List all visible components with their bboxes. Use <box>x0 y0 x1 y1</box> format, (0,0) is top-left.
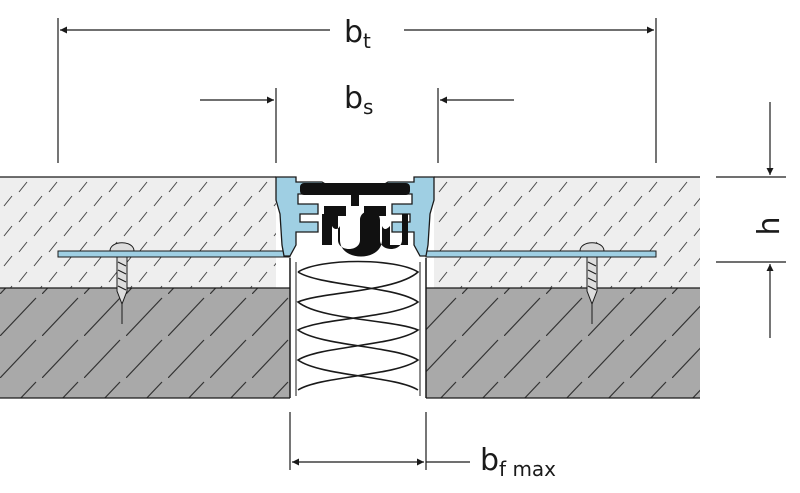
joint-gap-filler <box>289 258 427 398</box>
anchor-screw-left <box>109 242 135 324</box>
label-bs: bs <box>344 81 373 119</box>
label-bfmax: bf max <box>480 443 556 481</box>
dimension-bt <box>57 18 657 163</box>
elastomer-insert <box>300 183 410 257</box>
substrate-layer <box>0 288 700 398</box>
dimension-bfmax <box>289 412 470 470</box>
anchor-screw-right <box>579 242 605 324</box>
dimension-h <box>716 102 786 338</box>
label-bt: bt <box>344 15 371 53</box>
dimension-bs <box>200 88 514 163</box>
screed-layer <box>0 177 700 288</box>
label-h: h <box>752 216 787 235</box>
layer-boundaries <box>0 176 700 399</box>
